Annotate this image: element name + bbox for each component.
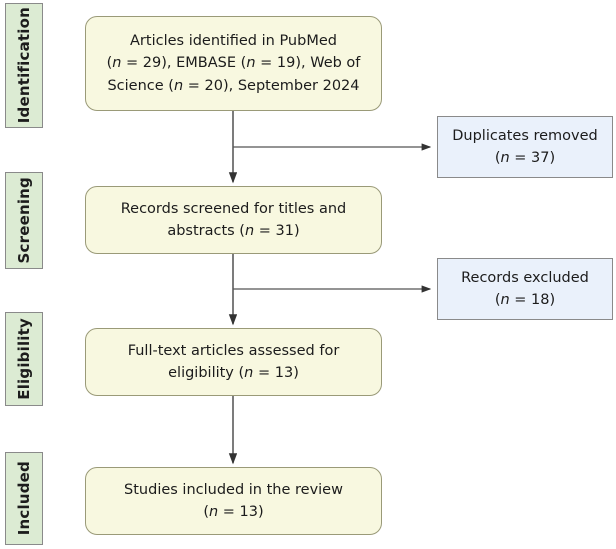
fulltext-line2-post: = 13) [253,365,299,381]
fulltext-line2-n: n [244,365,254,381]
included-line2-pre: ( [203,504,209,520]
duplicates-line1: Duplicates removed [452,127,598,144]
stage-label-included: Included [5,452,43,545]
fulltext-line1: Full-text articles assessed for [127,342,340,359]
screened-line2-post: = 31) [254,223,300,239]
duplicates-line2-pre: ( [494,150,501,166]
stage-label-identification-text: Identification [15,7,33,124]
stage-label-included-text: Included [15,461,33,536]
identified-line2-n2: n [246,55,256,72]
excluded-line2-pre: ( [494,292,501,308]
identified-line2-pre: ( [106,55,113,72]
stage-label-identification: Identification [5,3,43,128]
stage-label-screening-text: Screening [15,177,33,264]
duplicates-line2-post: = 37) [509,150,556,166]
process-box-screened-text: Records screened for titles and abstract… [121,198,347,242]
exclusion-box-records-excluded: Records excluded (n = 18) [437,258,613,320]
process-box-identified: Articles identified in PubMed (n = 29), … [85,16,382,111]
process-box-included-text: Studies included in the review (n = 13) [124,479,343,523]
screened-line2-pre: abstracts ( [167,223,245,239]
identified-line3-pre: Science ( [107,77,174,94]
stage-label-eligibility-text: Eligibility [15,318,33,400]
process-box-full-text-assessed-text: Full-text articles assessed for eligibil… [128,340,340,384]
identified-line3-n: n [173,77,184,94]
process-box-included: Studies included in the review (n = 13) [85,467,382,535]
exclusion-box-records-excluded-text: Records excluded (n = 18) [461,267,589,311]
duplicates-line2-n: n [500,150,510,166]
stage-label-eligibility: Eligibility [5,312,43,406]
identified-line1: Articles identified in PubMed [130,33,337,50]
identified-line2-post2: = 19), Web of [255,55,361,72]
screened-line2-n: n [244,223,255,239]
process-box-screened: Records screened for titles and abstract… [85,186,382,254]
excluded-line1: Records excluded [461,269,589,286]
stage-label-screening: Screening [5,172,43,269]
identified-line3-post: = 20), September 2024 [183,77,360,94]
exclusion-box-duplicates-removed: Duplicates removed (n = 37) [437,116,613,178]
excluded-line2-post: = 18) [509,292,556,308]
included-line2-post: = 13) [218,504,264,520]
fulltext-line2-pre: eligibility ( [168,365,245,381]
identified-line2-n: n [112,55,122,72]
excluded-line2-n: n [500,292,510,308]
included-line2-n: n [208,504,219,520]
process-box-identified-text: Articles identified in PubMed (n = 29), … [107,30,361,96]
process-box-full-text-assessed: Full-text articles assessed for eligibil… [85,328,382,396]
exclusion-box-duplicates-removed-text: Duplicates removed (n = 37) [452,125,598,169]
identified-line2-post: = 29), EMBASE ( [121,55,247,72]
screened-line1: Records screened for titles and [120,200,347,217]
included-line1: Studies included in the review [124,481,343,498]
